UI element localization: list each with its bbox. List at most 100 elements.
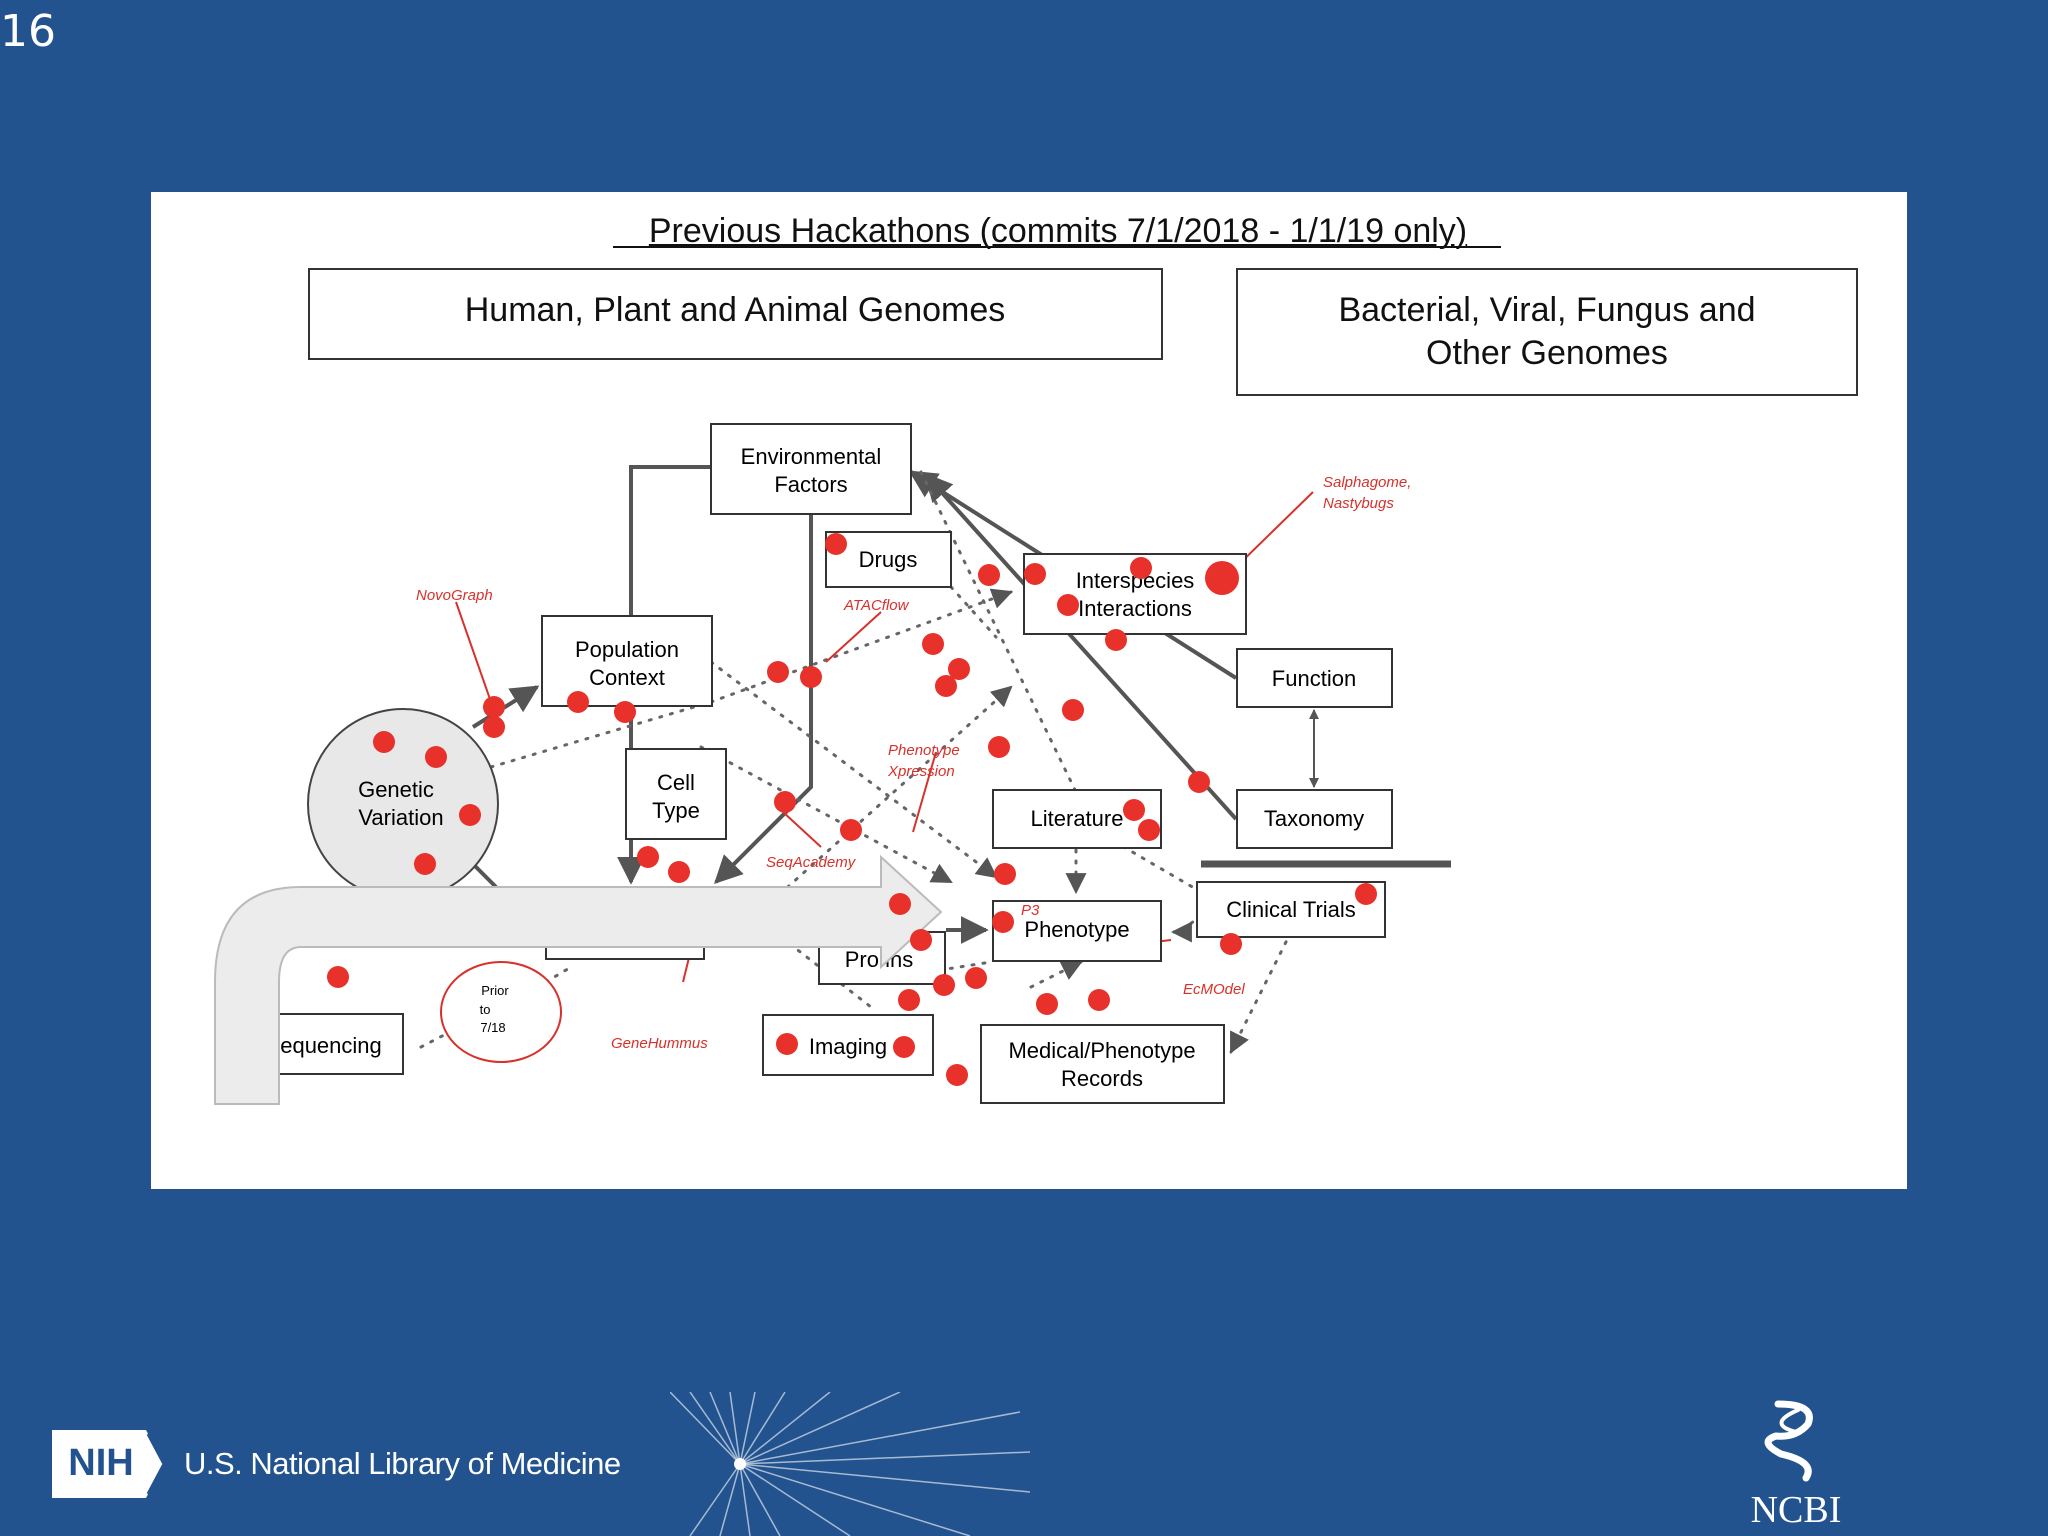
project-dot <box>459 804 481 826</box>
node-proteins-text: Pro ins <box>845 947 913 972</box>
header-right-line1: Bacterial, Viral, Fungus and <box>1338 291 1755 329</box>
curved-arrow-overlay <box>214 854 943 1105</box>
node-population-context: Population Context <box>541 615 713 707</box>
node-sequencing-text: equencing <box>280 1033 382 1058</box>
project-dot <box>1105 629 1127 651</box>
label-phenotype-xpression-1: Phenotype <box>888 742 960 759</box>
project-dot <box>425 746 447 768</box>
label-phenotype-xpression-2: Xpression <box>887 763 955 780</box>
node-cell-type: Cell Type <box>625 748 727 840</box>
header-right-line2: Other Genomes <box>1426 334 1668 372</box>
project-dot <box>1057 594 1079 616</box>
diagram-title: Previous Hackathons (commits 7/1/2018 - … <box>649 212 1467 250</box>
project-dot <box>800 666 822 688</box>
project-dot <box>825 533 847 555</box>
node-population-line1: Population <box>575 637 679 662</box>
header-left-text: Human, Plant and Animal Genomes <box>465 291 1006 329</box>
project-dot <box>668 861 690 883</box>
header-bacterial-viral: Bacterial, Viral, Fungus and Other Genom… <box>1236 268 1858 396</box>
project-dot <box>1138 819 1160 841</box>
node-medical-phenotype-records: Medical/Phenotype Records <box>980 1024 1225 1104</box>
node-environmental-line2: Factors <box>774 472 847 497</box>
project-dot <box>373 731 395 753</box>
nih-library-text: U.S. National Library of Medicine <box>184 1446 621 1481</box>
node-prior-line2: to <box>480 1002 491 1017</box>
node-genetic-line2: Variation <box>358 805 443 830</box>
node-literature-text: Literature <box>1031 806 1124 831</box>
project-dot <box>774 791 796 813</box>
project-dot <box>988 736 1010 758</box>
nih-badge-icon <box>52 1430 166 1498</box>
project-dot <box>1130 557 1152 579</box>
project-labels: NovoGraph ATACflow Salphagome, Nastybugs… <box>416 474 1411 1052</box>
project-dot <box>1088 989 1110 1011</box>
node-taxonomy-text: Taxonomy <box>1264 806 1364 831</box>
node-drugs: Drugs <box>825 531 952 588</box>
project-dot <box>994 863 1016 885</box>
project-dot <box>327 966 349 988</box>
starburst-graphic <box>670 1392 1030 1536</box>
project-dot <box>414 853 436 875</box>
ncbi-logo: NCBI <box>1736 1396 1856 1532</box>
node-prior-to-7-18: Prior to 7/18 <box>440 961 562 1063</box>
node-taxonomy: Taxonomy <box>1236 789 1393 849</box>
node-cell-line2: Type <box>652 798 700 823</box>
project-dot <box>767 661 789 683</box>
project-dots <box>327 533 1377 1086</box>
project-dot <box>776 1033 798 1055</box>
project-dot <box>910 929 932 951</box>
project-dot <box>483 696 505 718</box>
node-genetic-line1: Genetic <box>358 777 434 802</box>
project-dot <box>889 893 911 915</box>
project-dot <box>992 911 1014 933</box>
node-phenotype: Phenotype <box>992 900 1162 962</box>
project-dot <box>1355 883 1377 905</box>
project-dot <box>840 819 862 841</box>
label-novograph: NovoGraph <box>416 587 493 604</box>
project-dot <box>922 633 944 655</box>
node-drugs-text: Drugs <box>859 547 918 572</box>
node-function-text: Function <box>1272 666 1356 691</box>
node-clinical-trials: Clinical Trials <box>1196 881 1386 938</box>
header-human-plant-animal: Human, Plant and Animal Genomes <box>308 268 1163 360</box>
project-dot <box>933 974 955 996</box>
diagram-panel: Previous Hackathons (commits 7/1/2018 - … <box>151 192 1907 1189</box>
project-dot <box>1024 563 1046 585</box>
label-genehummus: GeneHummus <box>611 1035 708 1052</box>
solid-connectors <box>471 465 1451 889</box>
node-medical-line1: Medical/Phenotype <box>1008 1038 1195 1063</box>
project-dot <box>946 1064 968 1086</box>
node-environmental-factors: Environmental Factors <box>710 423 912 515</box>
node-sequencing: equencing <box>270 1013 404 1075</box>
label-nastybugs: Nastybugs <box>1323 495 1394 512</box>
node-function: Function <box>1236 648 1393 708</box>
project-dot <box>567 691 589 713</box>
node-prior-line3: 7/18 <box>480 1020 505 1035</box>
project-dot <box>1188 771 1210 793</box>
label-seqacademy: SeqAcademy <box>766 854 857 871</box>
project-dot <box>948 658 970 680</box>
project-dot <box>483 716 505 738</box>
label-p3: P3 <box>1021 902 1040 919</box>
node-population-line2: Context <box>589 665 665 690</box>
node-environmental-line1: Environmental <box>741 444 882 469</box>
node-interspecies-line2: Interactions <box>1078 596 1192 621</box>
node-phenotype-text: Phenotype <box>1024 917 1129 942</box>
project-dot <box>1220 933 1242 955</box>
node-imaging-text: Imaging <box>809 1034 887 1059</box>
label-salphagome: Salphagome, <box>1323 474 1411 491</box>
ncbi-text: NCBI <box>1750 1489 1842 1531</box>
node-cell-line1: Cell <box>657 770 695 795</box>
hackathon-diagram: Previous Hackathons (commits 7/1/2018 - … <box>214 212 1858 1105</box>
project-dot <box>1123 799 1145 821</box>
project-dot <box>893 1036 915 1058</box>
node-genetic-variation: Genetic Variation <box>307 708 499 900</box>
project-dot <box>965 967 987 989</box>
project-dot <box>898 989 920 1011</box>
slide-number: 16 <box>0 6 56 57</box>
nih-badge-text: NIH <box>68 1442 134 1484</box>
project-dot <box>935 675 957 697</box>
project-dot <box>978 564 1000 586</box>
node-medical-line2: Records <box>1061 1066 1143 1091</box>
ncbi-helix-icon <box>1764 1400 1813 1482</box>
